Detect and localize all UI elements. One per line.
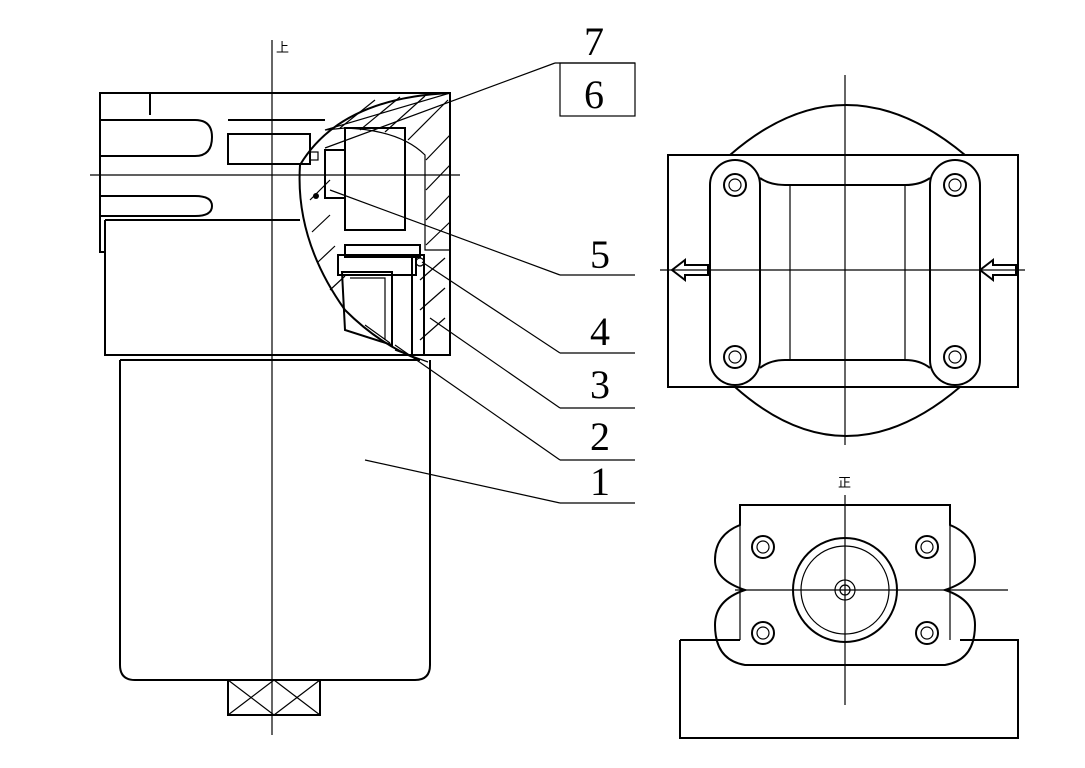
bypass-valve-body <box>324 149 346 199</box>
mounting-slot-right <box>929 159 981 386</box>
bolt-holes-top-view <box>723 173 967 369</box>
filter-element-top <box>340 271 393 347</box>
callout-7: 7 <box>584 19 604 64</box>
callouts: 7 6 5 4 3 2 1 <box>324 19 636 504</box>
front-view-base <box>679 639 1019 739</box>
front-view: 正 <box>679 475 1019 739</box>
callout-2: 2 <box>590 414 610 459</box>
front-view-port-outer <box>792 537 898 643</box>
front-view-flange <box>713 504 977 666</box>
inlet-port-recess <box>100 119 214 157</box>
mounting-slot-left <box>709 159 761 386</box>
flow-arrow-outlet-icon <box>670 257 709 283</box>
callout-1: 1 <box>590 459 610 504</box>
outlet-port-recess <box>100 195 214 217</box>
front-view-mark: 正 <box>838 475 851 490</box>
top-view-body <box>667 154 1019 388</box>
section-view-mark: 上 <box>276 40 289 55</box>
callout-4: 4 <box>590 309 610 354</box>
section-cutaway-outline <box>298 92 451 361</box>
bolt-holes-front-view <box>751 535 939 645</box>
filter-bowl <box>119 360 431 681</box>
top-view <box>660 75 1025 445</box>
drain-plug <box>227 679 321 716</box>
flow-arrow-inlet-icon <box>978 257 1017 283</box>
section-view: 上 <box>90 40 460 735</box>
callout-5: 5 <box>590 232 610 277</box>
filter-head-body <box>99 92 451 356</box>
callout-3: 3 <box>590 362 610 407</box>
callout-6: 6 <box>584 72 604 117</box>
